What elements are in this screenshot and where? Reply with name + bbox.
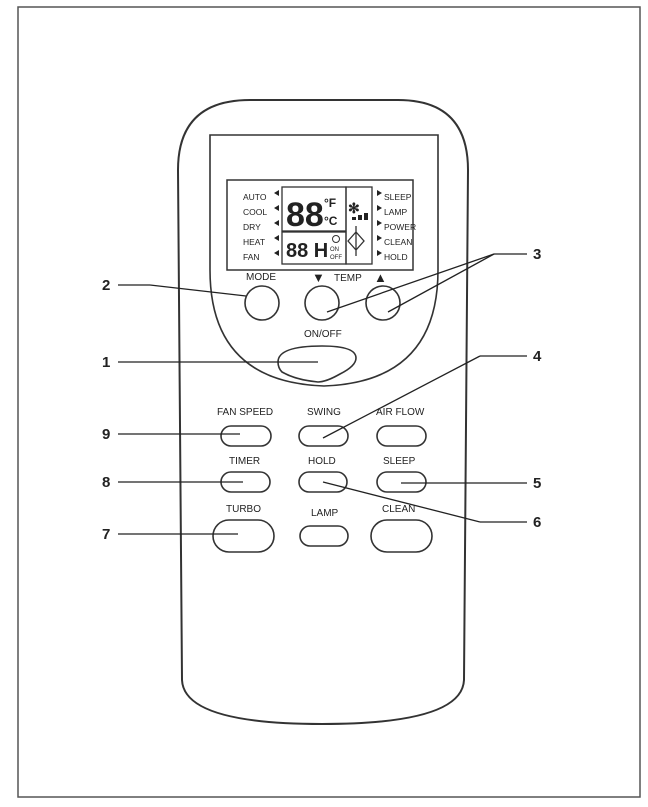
callout-4: 4 — [533, 348, 542, 365]
fan-speed-bars-icon — [352, 213, 368, 220]
timer-button-label: TIMER — [229, 456, 260, 467]
callout-7: 7 — [102, 526, 110, 543]
status-labels: SLEEP LAMP POWER CLEAN HOLD — [384, 192, 416, 262]
air-flow-button[interactable] — [376, 425, 427, 447]
callout-line-4b — [322, 355, 481, 439]
callout-line-2b — [149, 284, 247, 297]
status-lamp-label: LAMP — [384, 207, 407, 217]
sleep-button-label: SLEEP — [383, 456, 416, 467]
status-clean-label: CLEAN — [384, 237, 412, 247]
callout-2: 2 — [102, 277, 110, 294]
temp-down-symbol: ▼ — [312, 270, 325, 285]
lamp-button-label: LAMP — [311, 508, 339, 519]
fan-segment-box — [345, 186, 373, 265]
callout-8: 8 — [102, 474, 110, 491]
mode-auto-label: AUTO — [243, 192, 267, 202]
status-indicators — [377, 190, 382, 256]
callout-lines — [118, 253, 527, 535]
timer-off-label: OFF — [330, 255, 342, 261]
fan-speed-button-label: FAN SPEED — [217, 407, 273, 418]
indicator-power — [377, 220, 382, 226]
callout-1: 1 — [102, 354, 110, 371]
temp-down-button[interactable] — [304, 285, 340, 321]
indicator-heat — [274, 235, 279, 241]
hold-button-label: HOLD — [308, 456, 336, 467]
indicator-hold — [377, 250, 382, 256]
sleep-button[interactable] — [376, 471, 427, 493]
unit-fahrenheit: °F — [324, 196, 336, 210]
turbo-button-label: TURBO — [226, 504, 261, 515]
indicator-dry — [274, 220, 279, 226]
lcd-screen — [226, 179, 414, 271]
callout-5: 5 — [533, 475, 541, 492]
callout-3: 3 — [533, 246, 541, 263]
turbo-button[interactable] — [212, 519, 275, 553]
swing-button-label: SWING — [307, 407, 341, 418]
status-power-label: POWER — [384, 222, 416, 232]
swing-louver-icon — [347, 226, 365, 256]
callout-6: 6 — [533, 514, 541, 531]
fan-speed-button[interactable] — [220, 425, 272, 447]
status-hold-label: HOLD — [384, 252, 408, 262]
lamp-button[interactable] — [299, 525, 349, 547]
temp-digits: 88 — [286, 196, 324, 234]
indicator-auto — [274, 190, 279, 196]
indicator-cool — [274, 205, 279, 211]
callout-9: 9 — [102, 426, 110, 443]
mode-heat-label: HEAT — [243, 237, 265, 247]
clean-button-label: CLEAN — [382, 504, 415, 515]
indicator-lamp — [377, 205, 382, 211]
mode-cool-label: COOL — [243, 207, 267, 217]
status-sleep-label: SLEEP — [384, 192, 412, 202]
mode-labels: AUTO COOL DRY HEAT FAN — [243, 192, 267, 262]
mode-indicators — [274, 190, 279, 256]
mode-dry-label: DRY — [243, 222, 261, 232]
indicator-sleep — [377, 190, 382, 196]
clock-icon — [332, 235, 340, 243]
unit-celsius: °C — [324, 214, 338, 228]
callout-line-3c — [387, 253, 495, 313]
timer-on-label: ON — [330, 247, 339, 253]
air-flow-button-label: AIR FLOW — [376, 407, 425, 418]
indicator-clean — [377, 235, 382, 241]
indicator-fan — [274, 250, 279, 256]
onoff-button-label: ON/OFF — [304, 329, 342, 340]
timer-digits: 88 H — [286, 240, 328, 262]
temp-up-symbol: ▲ — [374, 270, 387, 285]
figure-frame — [17, 6, 641, 798]
mode-button[interactable] — [244, 285, 280, 321]
fan-icon: ✻ — [348, 200, 360, 216]
callout-line-6b — [322, 481, 481, 523]
temp-up-button[interactable] — [365, 285, 401, 321]
onoff-button[interactable] — [277, 345, 357, 383]
clean-button[interactable] — [370, 519, 433, 553]
callout-line-3b — [326, 253, 495, 313]
temp-label: TEMP — [334, 273, 362, 284]
mode-fan-label: FAN — [243, 252, 260, 262]
mode-button-label: MODE — [246, 272, 276, 283]
